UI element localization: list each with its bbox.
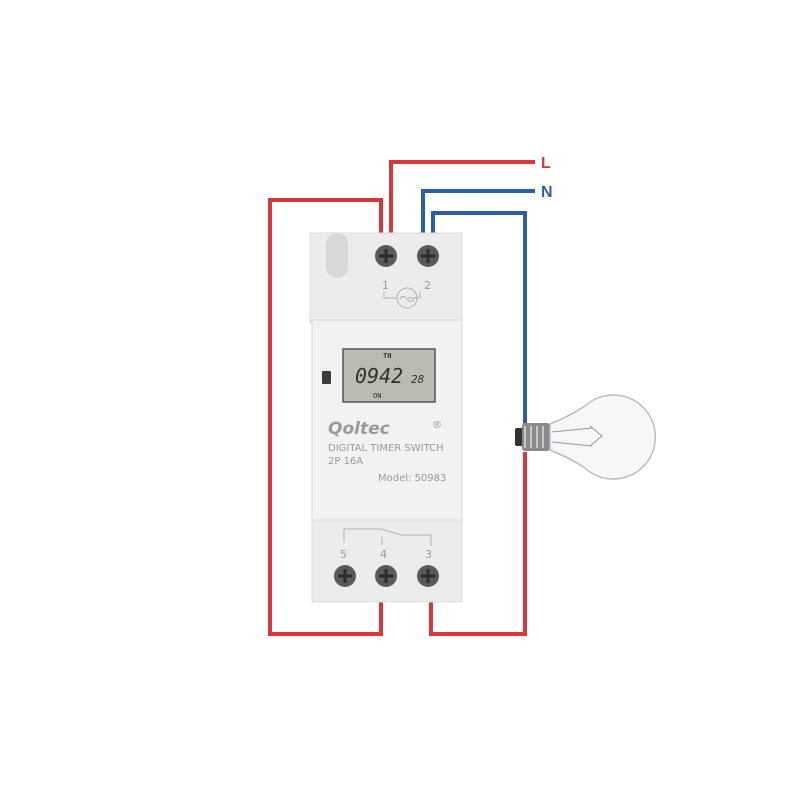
product-name: DIGITAL TIMER SWITCH [328, 443, 444, 454]
registered-mark: ® [432, 420, 442, 431]
reset-button[interactable] [322, 371, 331, 384]
front-cover [311, 319, 463, 523]
terminal-label-1: 1 [382, 279, 389, 292]
live-input-wire [389, 160, 535, 245]
neutral-wires [421, 189, 535, 425]
neutral-input-wire [421, 189, 535, 245]
relay-contact-symbol [343, 528, 432, 546]
lcd-day: TH [383, 352, 391, 360]
terminal-screw-4 [375, 565, 397, 587]
terminal-label-5: 5 [340, 548, 347, 561]
light-bulb-icon [515, 394, 657, 480]
din-slot [326, 233, 348, 278]
brand-logo: Qoltec [328, 419, 390, 439]
product-rating: 2P 16A [328, 456, 363, 467]
neutral-label: N [541, 184, 553, 201]
terminal-screw-3 [417, 565, 439, 587]
live-label: L [541, 155, 551, 172]
terminal-screw-1 [375, 245, 397, 267]
live-loop-wire [268, 198, 383, 636]
timer-switch-device: 1 2 TH 0942 28 ON Qoltec ® DIGITAL TIMER… [309, 232, 463, 603]
model-number: Model: 50983 [378, 473, 446, 484]
terminal-screw-5 [334, 565, 356, 587]
terminal-label-2: 2 [424, 279, 431, 292]
terminal-label-4: 4 [380, 548, 387, 561]
lcd-seconds: 28 [411, 373, 425, 386]
load-return-wire [429, 452, 527, 636]
live-wires [268, 160, 535, 636]
terminal-screw-2 [417, 245, 439, 267]
terminal-label-3: 3 [425, 548, 432, 561]
lcd-status: ON [373, 392, 381, 400]
ac-symbol-icon [396, 287, 418, 309]
neutral-load-wire [431, 211, 527, 425]
lcd-time: 0942 [355, 364, 403, 388]
lcd-display [342, 348, 436, 403]
